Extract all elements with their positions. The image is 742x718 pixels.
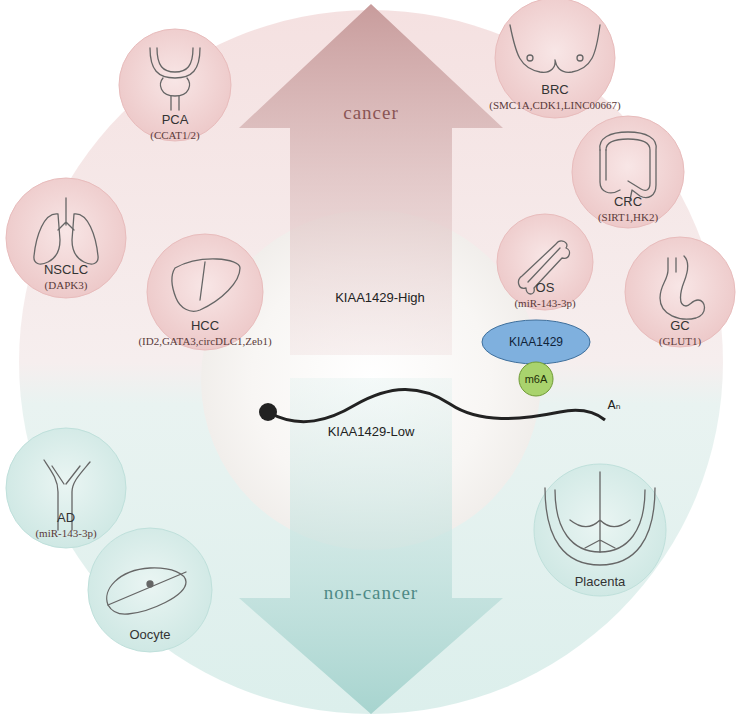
disease-name: AD [35, 510, 96, 526]
m6a-mark: m6A [525, 372, 548, 386]
target-genes: (SIRT1,HK2) [598, 210, 658, 224]
organ-circle: OS(miR-143-3p) [514, 280, 575, 310]
target-genes: (ID2,GATA3,circDLC1,Zeb1) [138, 334, 271, 348]
organ-circle: NSCLC(DAPK3) [44, 262, 88, 292]
organ-circle: AD(miR-143-3p) [35, 510, 96, 540]
expression-label: KIAA1429-Low [328, 424, 415, 439]
expression-label: KIAA1429-High [335, 290, 425, 305]
target-genes: (DAPK3) [44, 278, 88, 292]
target-genes: (SMC1A,CDK1,LINC00667) [489, 98, 620, 112]
disease-name: GC [659, 318, 701, 334]
disease-name: OS [514, 280, 575, 296]
target-genes: (GLUT1) [659, 334, 701, 348]
disease-name: HCC [138, 318, 271, 334]
organ-circle: Placenta [575, 574, 626, 590]
disease-name: BRC [489, 82, 620, 98]
arrow-label: cancer [343, 102, 399, 124]
target-genes: (miR-143-3p) [35, 526, 96, 540]
disease-name: KIAA1429 [509, 334, 563, 350]
organ-circle: BRC(SMC1A,CDK1,LINC00667) [489, 82, 620, 112]
writer-protein: KIAA1429 [509, 334, 563, 350]
disease-name: m6A [525, 372, 548, 386]
disease-name: Oocyte [129, 627, 170, 643]
organ-circle: HCC(ID2,GATA3,circDLC1,Zeb1) [138, 318, 271, 348]
organ-circle: CRC(SIRT1,HK2) [598, 194, 658, 224]
target-genes: (miR-143-3p) [514, 296, 575, 310]
target-genes: (CCAT1/2) [150, 128, 200, 142]
organ-circle: PCA(CCAT1/2) [150, 112, 200, 142]
organ-circle: GC(GLUT1) [659, 318, 701, 348]
disease-name: PCA [150, 112, 200, 128]
polya-tail: Aₙ [608, 398, 621, 412]
disease-name: NSCLC [44, 262, 88, 278]
disease-name: Placenta [575, 574, 626, 590]
organ-circle: Oocyte [129, 627, 170, 643]
disease-name: CRC [598, 194, 658, 210]
arrow-label: non-cancer [324, 582, 418, 604]
